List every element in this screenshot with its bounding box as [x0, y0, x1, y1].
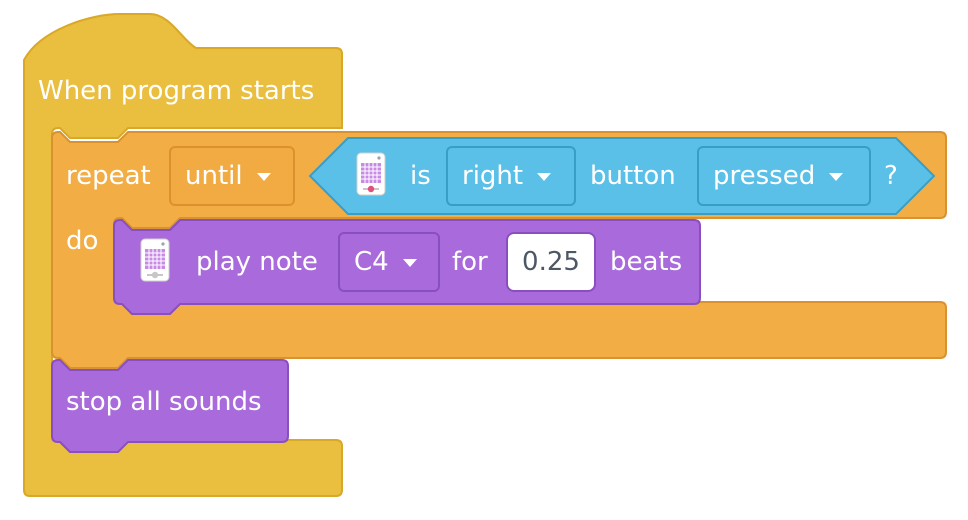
stop-sounds-label: stop all sounds	[66, 387, 262, 417]
note-value: C4	[354, 247, 389, 277]
hub-matrix-icon	[140, 238, 170, 286]
button-side-dropdown[interactable]: right	[446, 146, 576, 206]
button-label: button	[590, 161, 676, 191]
question-mark: ?	[884, 161, 898, 191]
dropdown-arrow-icon	[537, 173, 552, 181]
repeat-mode-value: until	[185, 161, 243, 191]
for-label: for	[452, 247, 488, 277]
button-state-dropdown[interactable]: pressed	[697, 146, 871, 206]
stop-sounds-block-shape[interactable]	[51, 359, 289, 453]
hub-matrix-icon	[356, 152, 386, 200]
dropdown-arrow-icon	[829, 173, 844, 181]
beats-input[interactable]: 0.25	[506, 232, 596, 292]
beats-value: 0.25	[522, 247, 580, 277]
event-label: When program starts	[38, 76, 315, 106]
event-block-shape[interactable]	[23, 13, 343, 497]
is-label: is	[410, 161, 431, 191]
repeat-label: repeat	[66, 161, 151, 191]
repeat-mode-dropdown[interactable]: until	[169, 146, 295, 206]
beats-label: beats	[610, 247, 683, 277]
note-dropdown[interactable]: C4	[338, 232, 440, 292]
do-label: do	[66, 226, 99, 256]
dropdown-arrow-icon	[402, 259, 417, 267]
play-note-label: play note	[196, 247, 318, 277]
button-side-value: right	[462, 161, 524, 191]
button-state-value: pressed	[713, 161, 816, 191]
dropdown-arrow-icon	[256, 173, 271, 181]
